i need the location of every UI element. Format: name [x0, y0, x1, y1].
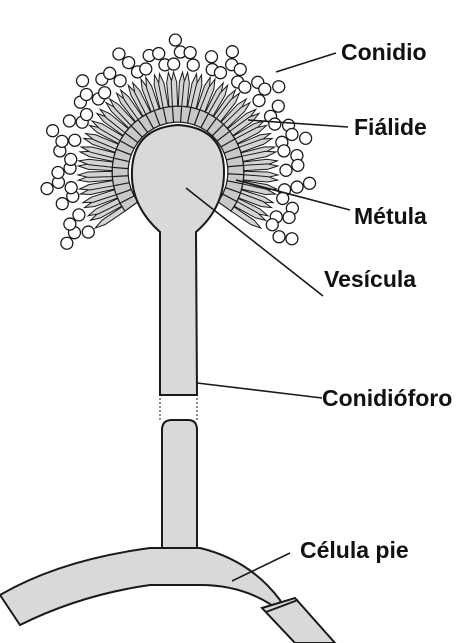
- conidium: [77, 75, 89, 87]
- conidium: [99, 87, 111, 99]
- conidium: [47, 125, 59, 137]
- conidium: [269, 118, 281, 130]
- conidium: [214, 67, 226, 79]
- conidium: [283, 211, 295, 223]
- conidium: [187, 59, 199, 71]
- conidium: [286, 233, 298, 245]
- conidium: [226, 46, 238, 58]
- conidium: [73, 209, 85, 221]
- conidium: [80, 88, 92, 100]
- conidium: [184, 47, 196, 59]
- conidium: [123, 57, 135, 69]
- conidium: [272, 100, 284, 112]
- label-conidio: Conidio: [341, 39, 427, 65]
- label-celula-pie: Célula pie: [300, 537, 409, 563]
- stalk-break: [160, 398, 197, 420]
- conidium: [114, 75, 126, 87]
- hypha: [0, 548, 335, 643]
- conidium: [239, 81, 251, 93]
- label-vesicula: Vesícula: [324, 266, 416, 292]
- label-metula: Métula: [354, 203, 427, 229]
- conidium: [278, 145, 290, 157]
- conidium: [113, 48, 125, 60]
- vesicle: [132, 125, 224, 395]
- conidium: [104, 67, 116, 79]
- conidium: [140, 63, 152, 75]
- label-conidioforo: Conidióforo: [322, 385, 452, 411]
- conidium: [153, 48, 165, 60]
- conidium: [291, 181, 303, 193]
- conidium: [234, 63, 246, 75]
- conidium: [304, 177, 316, 189]
- phialide-cell: [78, 171, 112, 177]
- conidium: [81, 109, 93, 121]
- conidium: [273, 81, 285, 93]
- leader-conidio: [276, 53, 336, 72]
- conidium: [266, 219, 278, 231]
- conidium: [63, 115, 75, 127]
- conidium: [273, 231, 285, 243]
- conidium: [292, 159, 304, 171]
- conidium: [280, 164, 292, 176]
- conidium: [56, 135, 68, 147]
- stalk-lower: [162, 420, 197, 548]
- leader-conidioforo: [197, 383, 322, 398]
- conidium: [65, 182, 77, 194]
- label-fialide: Fiálide: [354, 114, 427, 140]
- conidium: [286, 128, 298, 140]
- conidium: [205, 51, 217, 63]
- conidium: [61, 237, 73, 249]
- conidium: [253, 95, 265, 107]
- conidium: [168, 58, 180, 70]
- conidium: [82, 226, 94, 238]
- conidium: [259, 83, 271, 95]
- conidium: [300, 132, 312, 144]
- conidium: [41, 183, 53, 195]
- conidium: [64, 218, 76, 230]
- conidium: [69, 134, 81, 146]
- conidium: [65, 153, 77, 165]
- conidium: [52, 167, 64, 179]
- conidium: [277, 192, 289, 204]
- phialide-cell: [171, 72, 177, 106]
- phialide-cell: [244, 164, 278, 171]
- conidium: [169, 34, 181, 46]
- conidium: [56, 198, 68, 210]
